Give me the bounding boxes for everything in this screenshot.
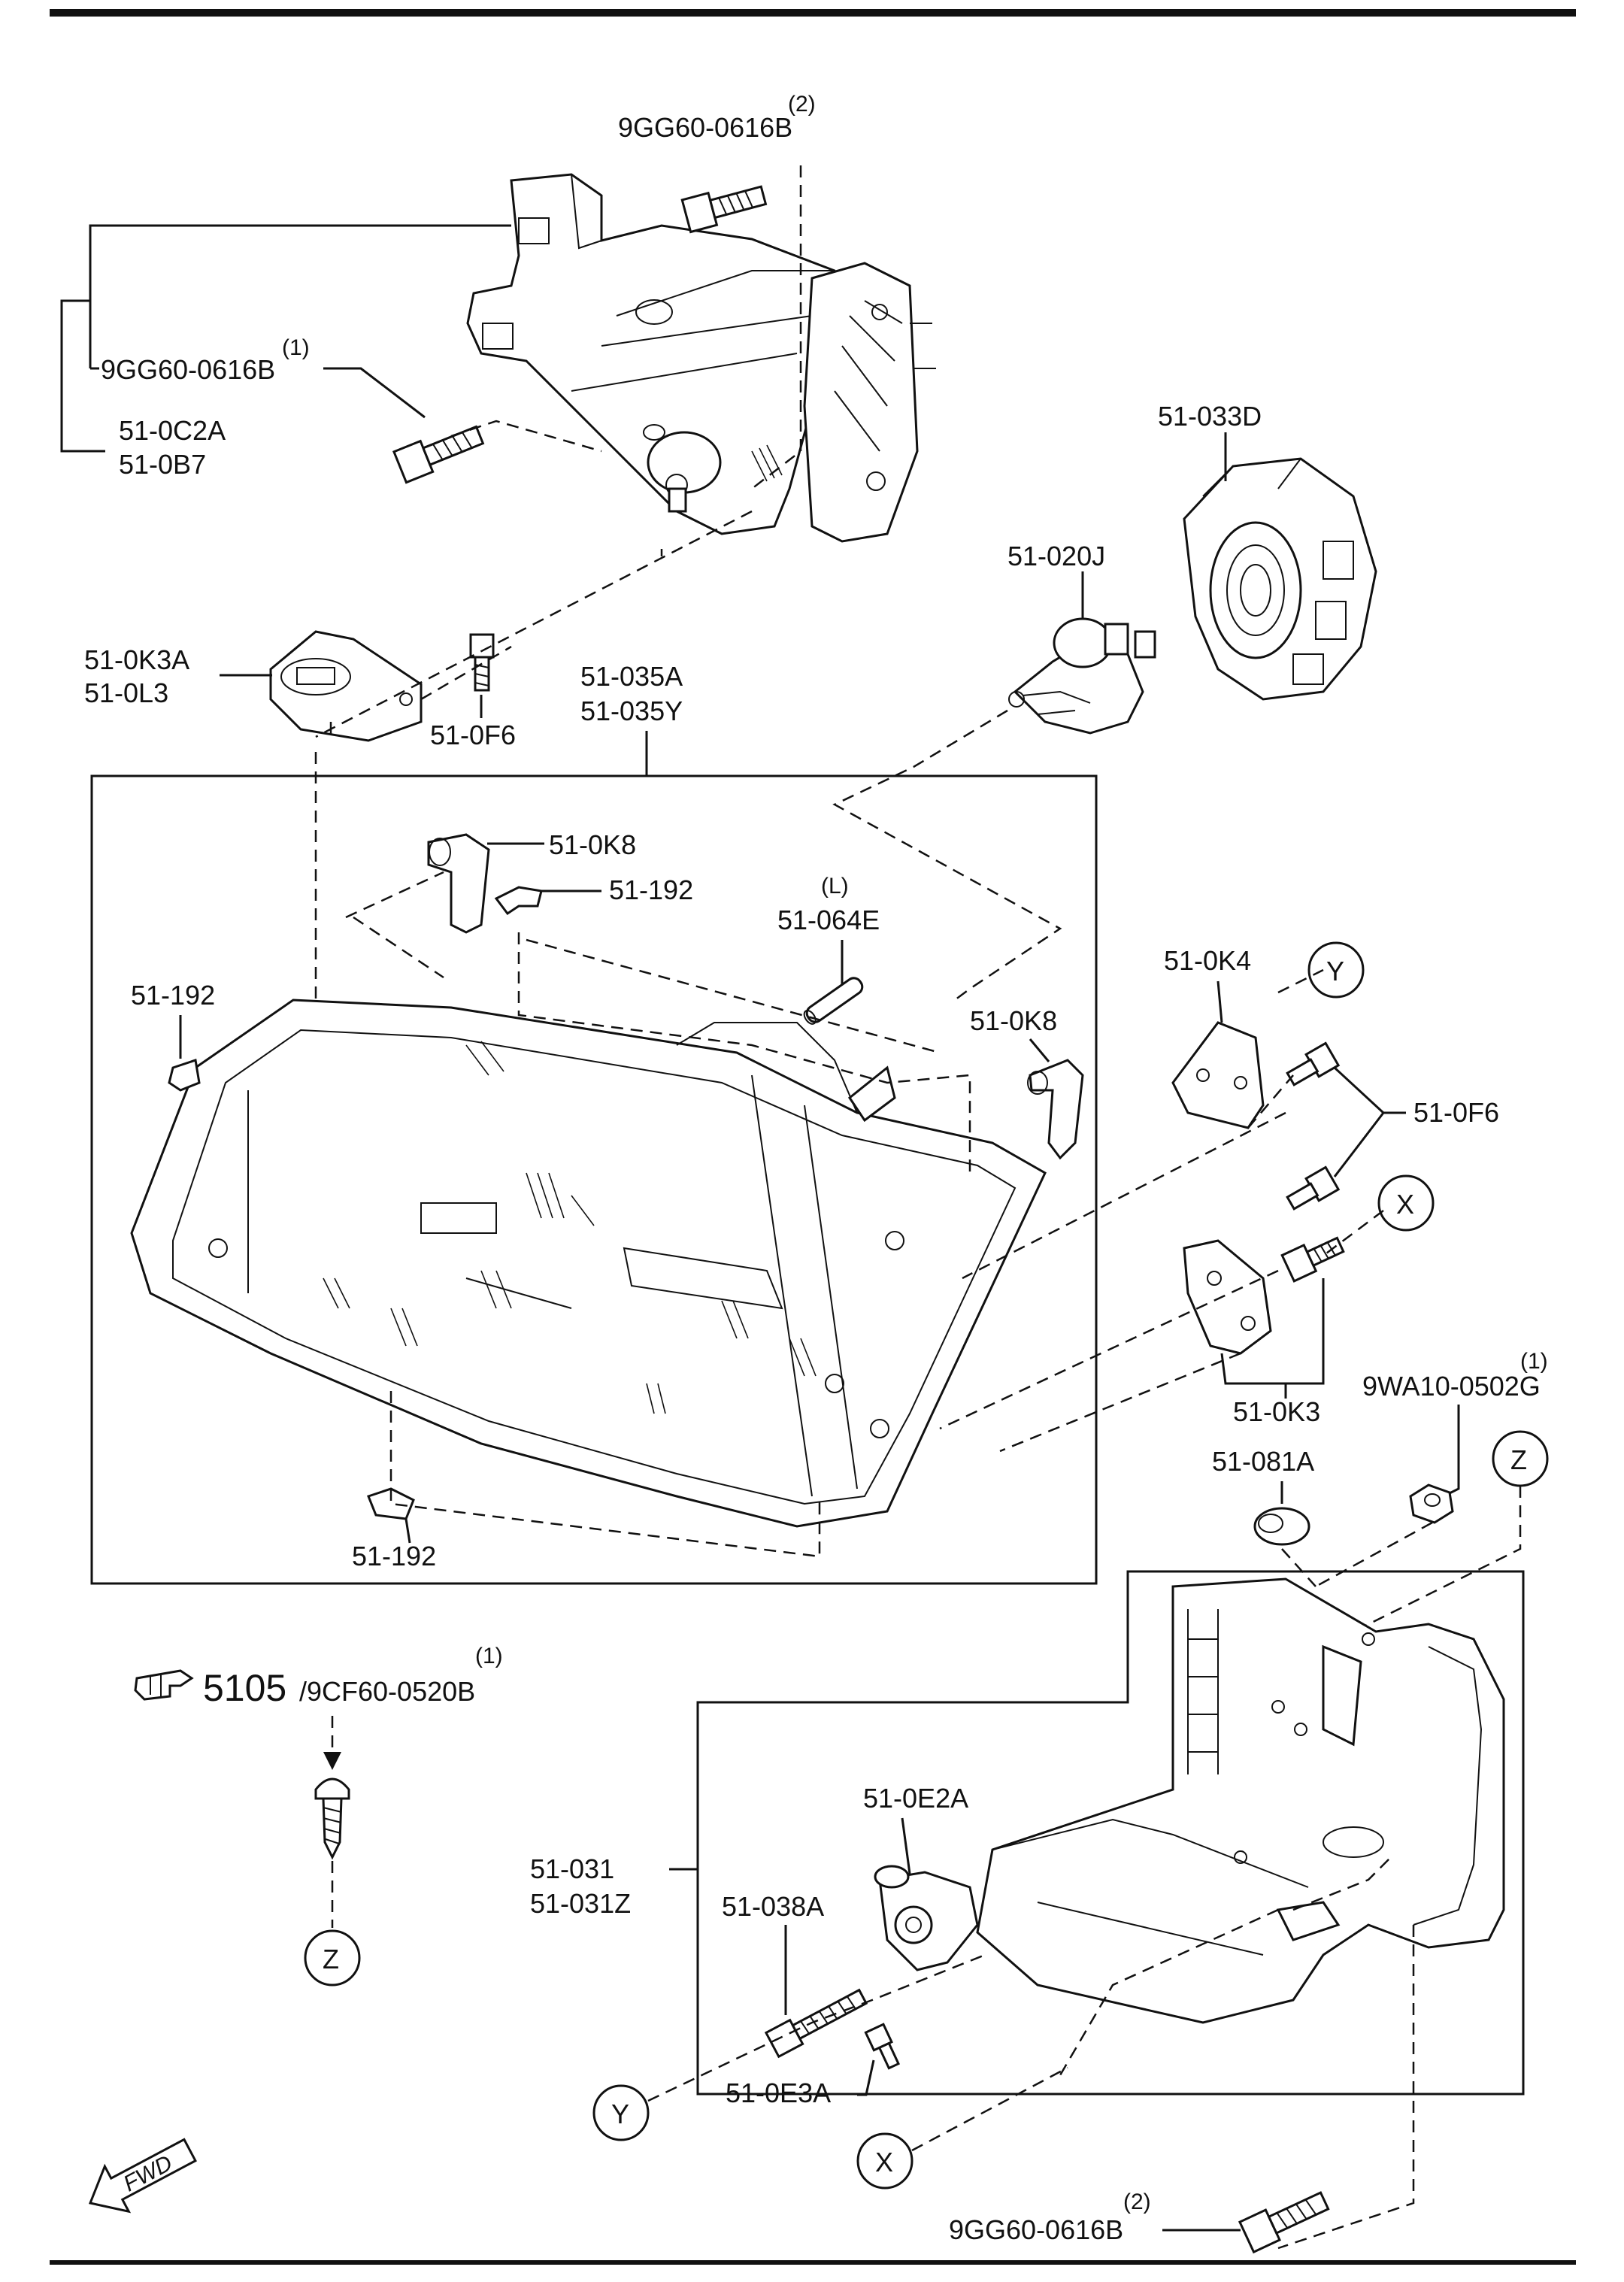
bolt-left-qty: (1) — [282, 335, 310, 360]
bottom-border-rule — [50, 2260, 1576, 2265]
bolt-left — [392, 425, 485, 484]
bracket-label-a: 51-0C2A — [119, 415, 226, 446]
clip-192-top-label: 51-192 — [609, 874, 693, 905]
bolt-bottom-qty: (2) — [1123, 2190, 1151, 2214]
bolt-top-qty: (2) — [788, 92, 816, 117]
clip-k8-top-label: 51-0K8 — [549, 829, 636, 860]
bracket-label-b: 51-0B7 — [119, 449, 206, 480]
clip-192-top — [494, 886, 543, 916]
nut — [1409, 1483, 1454, 1524]
clip-192-bottom-label: 51-192 — [352, 1541, 436, 1571]
marker-z-left — [304, 1929, 361, 1987]
headlamp-lens — [130, 999, 1047, 1528]
headlamp-label-a: 51-035A — [580, 661, 683, 692]
housing — [976, 1577, 1505, 2024]
cap-screw — [469, 633, 495, 692]
bolt-left-label: 9GG60-0616B — [101, 354, 275, 385]
adjuster-screw-label: 51-0E3A — [726, 2077, 831, 2108]
headlamp-label-b: 51-035Y — [580, 696, 683, 726]
housing-label-a: 51-031 — [530, 1853, 614, 1884]
headlamp-assembly-box — [90, 774, 1098, 1585]
screw-f6-right-label: 51-0F6 — [1413, 1097, 1499, 1128]
marker-y-bottom — [592, 2084, 650, 2141]
ref-part-label: /9CF60-0520B — [299, 1676, 475, 1707]
bulb-label: 51-020J — [1007, 541, 1105, 571]
bracket-k3 — [1183, 1239, 1272, 1355]
socket-ring — [1183, 457, 1377, 701]
adjuster-label: 51-0E2A — [863, 1783, 968, 1814]
bracket-k3-label: 51-0K3 — [1233, 1396, 1320, 1427]
housing-label-b: 51-031Z — [530, 1888, 631, 1919]
adjuster-screw — [864, 2023, 900, 2070]
cap-screw-label: 51-0F6 — [430, 720, 516, 750]
nut-qty: (1) — [1520, 1349, 1548, 1374]
marker-x-bottom — [856, 2132, 914, 2190]
socket-label: 51-033D — [1158, 401, 1262, 432]
housing-assembly-box — [696, 1570, 1525, 2096]
adjuster — [874, 1865, 979, 1971]
side-l-label: (L) — [821, 874, 849, 899]
cap-label-a: 51-0K3A — [84, 644, 189, 675]
halogen-bulb — [1008, 617, 1156, 735]
cap-label-b: 51-0L3 — [84, 677, 168, 708]
bracket-leader — [60, 224, 511, 453]
rod — [803, 977, 864, 1025]
clip-k8-right — [1027, 1059, 1084, 1160]
bolt-top-label: 9GG60-0616B — [618, 112, 792, 143]
screw-k3 — [1280, 1236, 1345, 1283]
mounting-bracket-assembly — [466, 173, 936, 543]
grommet — [1253, 1507, 1310, 1546]
marker-y-right — [1307, 941, 1365, 999]
marker-x-right — [1377, 1174, 1435, 1232]
bolt-bottom-label: 9GG60-0616B — [949, 2214, 1123, 2245]
grommet-label: 51-081A — [1212, 1446, 1314, 1477]
forward-arrow-icon: FWD — [88, 2138, 197, 2214]
top-border-rule — [50, 9, 1576, 17]
clip-k8-top — [427, 833, 490, 934]
marker-z-left-text: Z — [323, 1944, 339, 1974]
marker-z-right-text: Z — [1510, 1444, 1527, 1475]
marker-y-bottom-text: Y — [611, 2099, 629, 2129]
nut-label: 9WA10-0502G — [1362, 1371, 1541, 1402]
bolt-bottom — [1238, 2191, 1330, 2254]
dust-cap — [269, 630, 423, 742]
bracket-k4-label: 51-0K4 — [1164, 945, 1251, 976]
adjuster-bolt-label: 51-038A — [722, 1891, 824, 1922]
tapping-screw — [314, 1777, 350, 1860]
ref-page-label: 5105 — [203, 1667, 286, 1709]
screw-f6-upper — [1286, 1041, 1341, 1086]
clip-192-left-label: 51-192 — [131, 980, 215, 1011]
screw-f6-lower — [1286, 1165, 1341, 1211]
marker-y-right-text: Y — [1326, 956, 1344, 986]
bracket-k4 — [1171, 1021, 1265, 1129]
clip-192-left — [168, 1059, 201, 1092]
rod-label: 51-064E — [777, 905, 880, 935]
ref-part-qty: (1) — [475, 1644, 503, 1668]
clip-192-bottom — [367, 1487, 415, 1520]
hand-pointer-icon — [134, 1669, 194, 1701]
clip-k8-right-label: 51-0K8 — [970, 1005, 1057, 1036]
marker-x-right-text: X — [1396, 1189, 1414, 1220]
adjuster-bolt — [764, 1988, 868, 2059]
bolt-top — [680, 185, 768, 234]
marker-x-bottom-text: X — [875, 2147, 893, 2177]
ref-arrow — [323, 1752, 341, 1770]
